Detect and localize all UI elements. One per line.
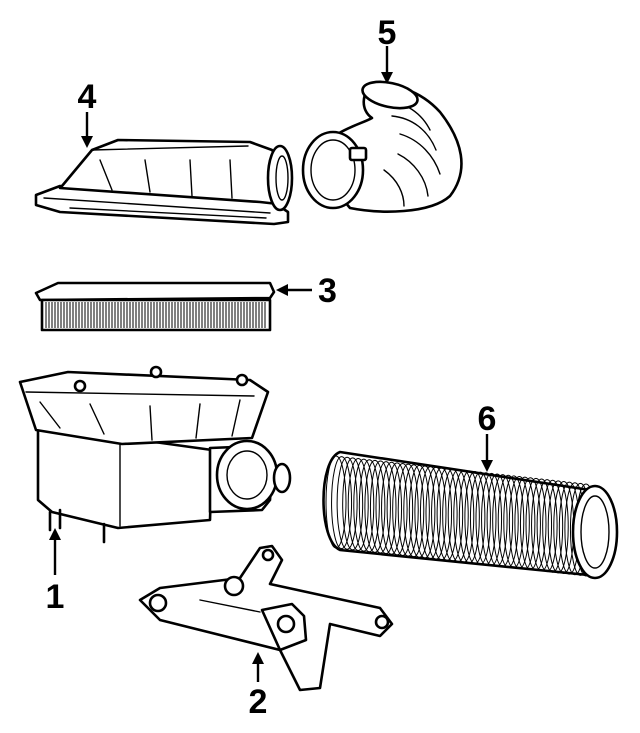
tube-rib [442, 468, 464, 562]
tube-rib [514, 476, 536, 570]
tube-rib [536, 479, 558, 573]
tube-rib [408, 464, 430, 558]
tube-rib [369, 460, 391, 554]
air-filter-element [34, 281, 276, 332]
tube-rib [331, 456, 353, 550]
tube-rib [392, 462, 414, 556]
tube-rib [358, 459, 380, 553]
tube-rib [397, 463, 419, 557]
tube-rib [458, 470, 480, 564]
tube-rib [503, 475, 525, 569]
tube-rib [419, 466, 441, 560]
tube-rib [542, 479, 564, 573]
tube-rib [531, 478, 553, 572]
callout-5: 5 [378, 14, 397, 52]
tube-rib [453, 469, 475, 563]
tube-rib [364, 459, 386, 553]
tube-rib [342, 457, 364, 551]
tube-rib [425, 466, 447, 560]
tube-rib [508, 476, 530, 570]
tube-rib [375, 461, 397, 555]
callout-6: 6 [478, 400, 497, 438]
tube-rib [381, 461, 403, 555]
tube-rib [347, 457, 369, 551]
air-cleaner-cover [34, 138, 294, 226]
tube-rib [436, 467, 458, 561]
tube-rib [431, 467, 453, 561]
callout-3: 3 [318, 272, 337, 310]
tube-rib [497, 474, 519, 568]
tube-rib [386, 462, 408, 556]
tube-rib [475, 472, 497, 566]
callout-1: 1 [46, 578, 65, 616]
tube-rib [414, 465, 436, 559]
tube-rib [325, 455, 347, 549]
callout-2: 2 [249, 683, 268, 721]
tube-rib [492, 474, 514, 568]
tube-rib [336, 456, 358, 550]
tube-rib [525, 477, 547, 571]
tube-rib [353, 458, 375, 552]
corrugated-duct-tube [322, 450, 619, 580]
mounting-bracket [138, 544, 394, 692]
tube-rib [519, 477, 541, 571]
callout-4: 4 [78, 78, 97, 116]
tube-rib [403, 464, 425, 558]
tube-rib [464, 471, 486, 565]
tube-rib [469, 471, 491, 565]
intake-duct-hose [301, 80, 463, 213]
tube-rib [481, 472, 503, 566]
tube-rib [547, 480, 569, 574]
air-cleaner-housing [18, 365, 292, 544]
tube-rib [447, 469, 469, 563]
tube-rib [486, 473, 508, 567]
